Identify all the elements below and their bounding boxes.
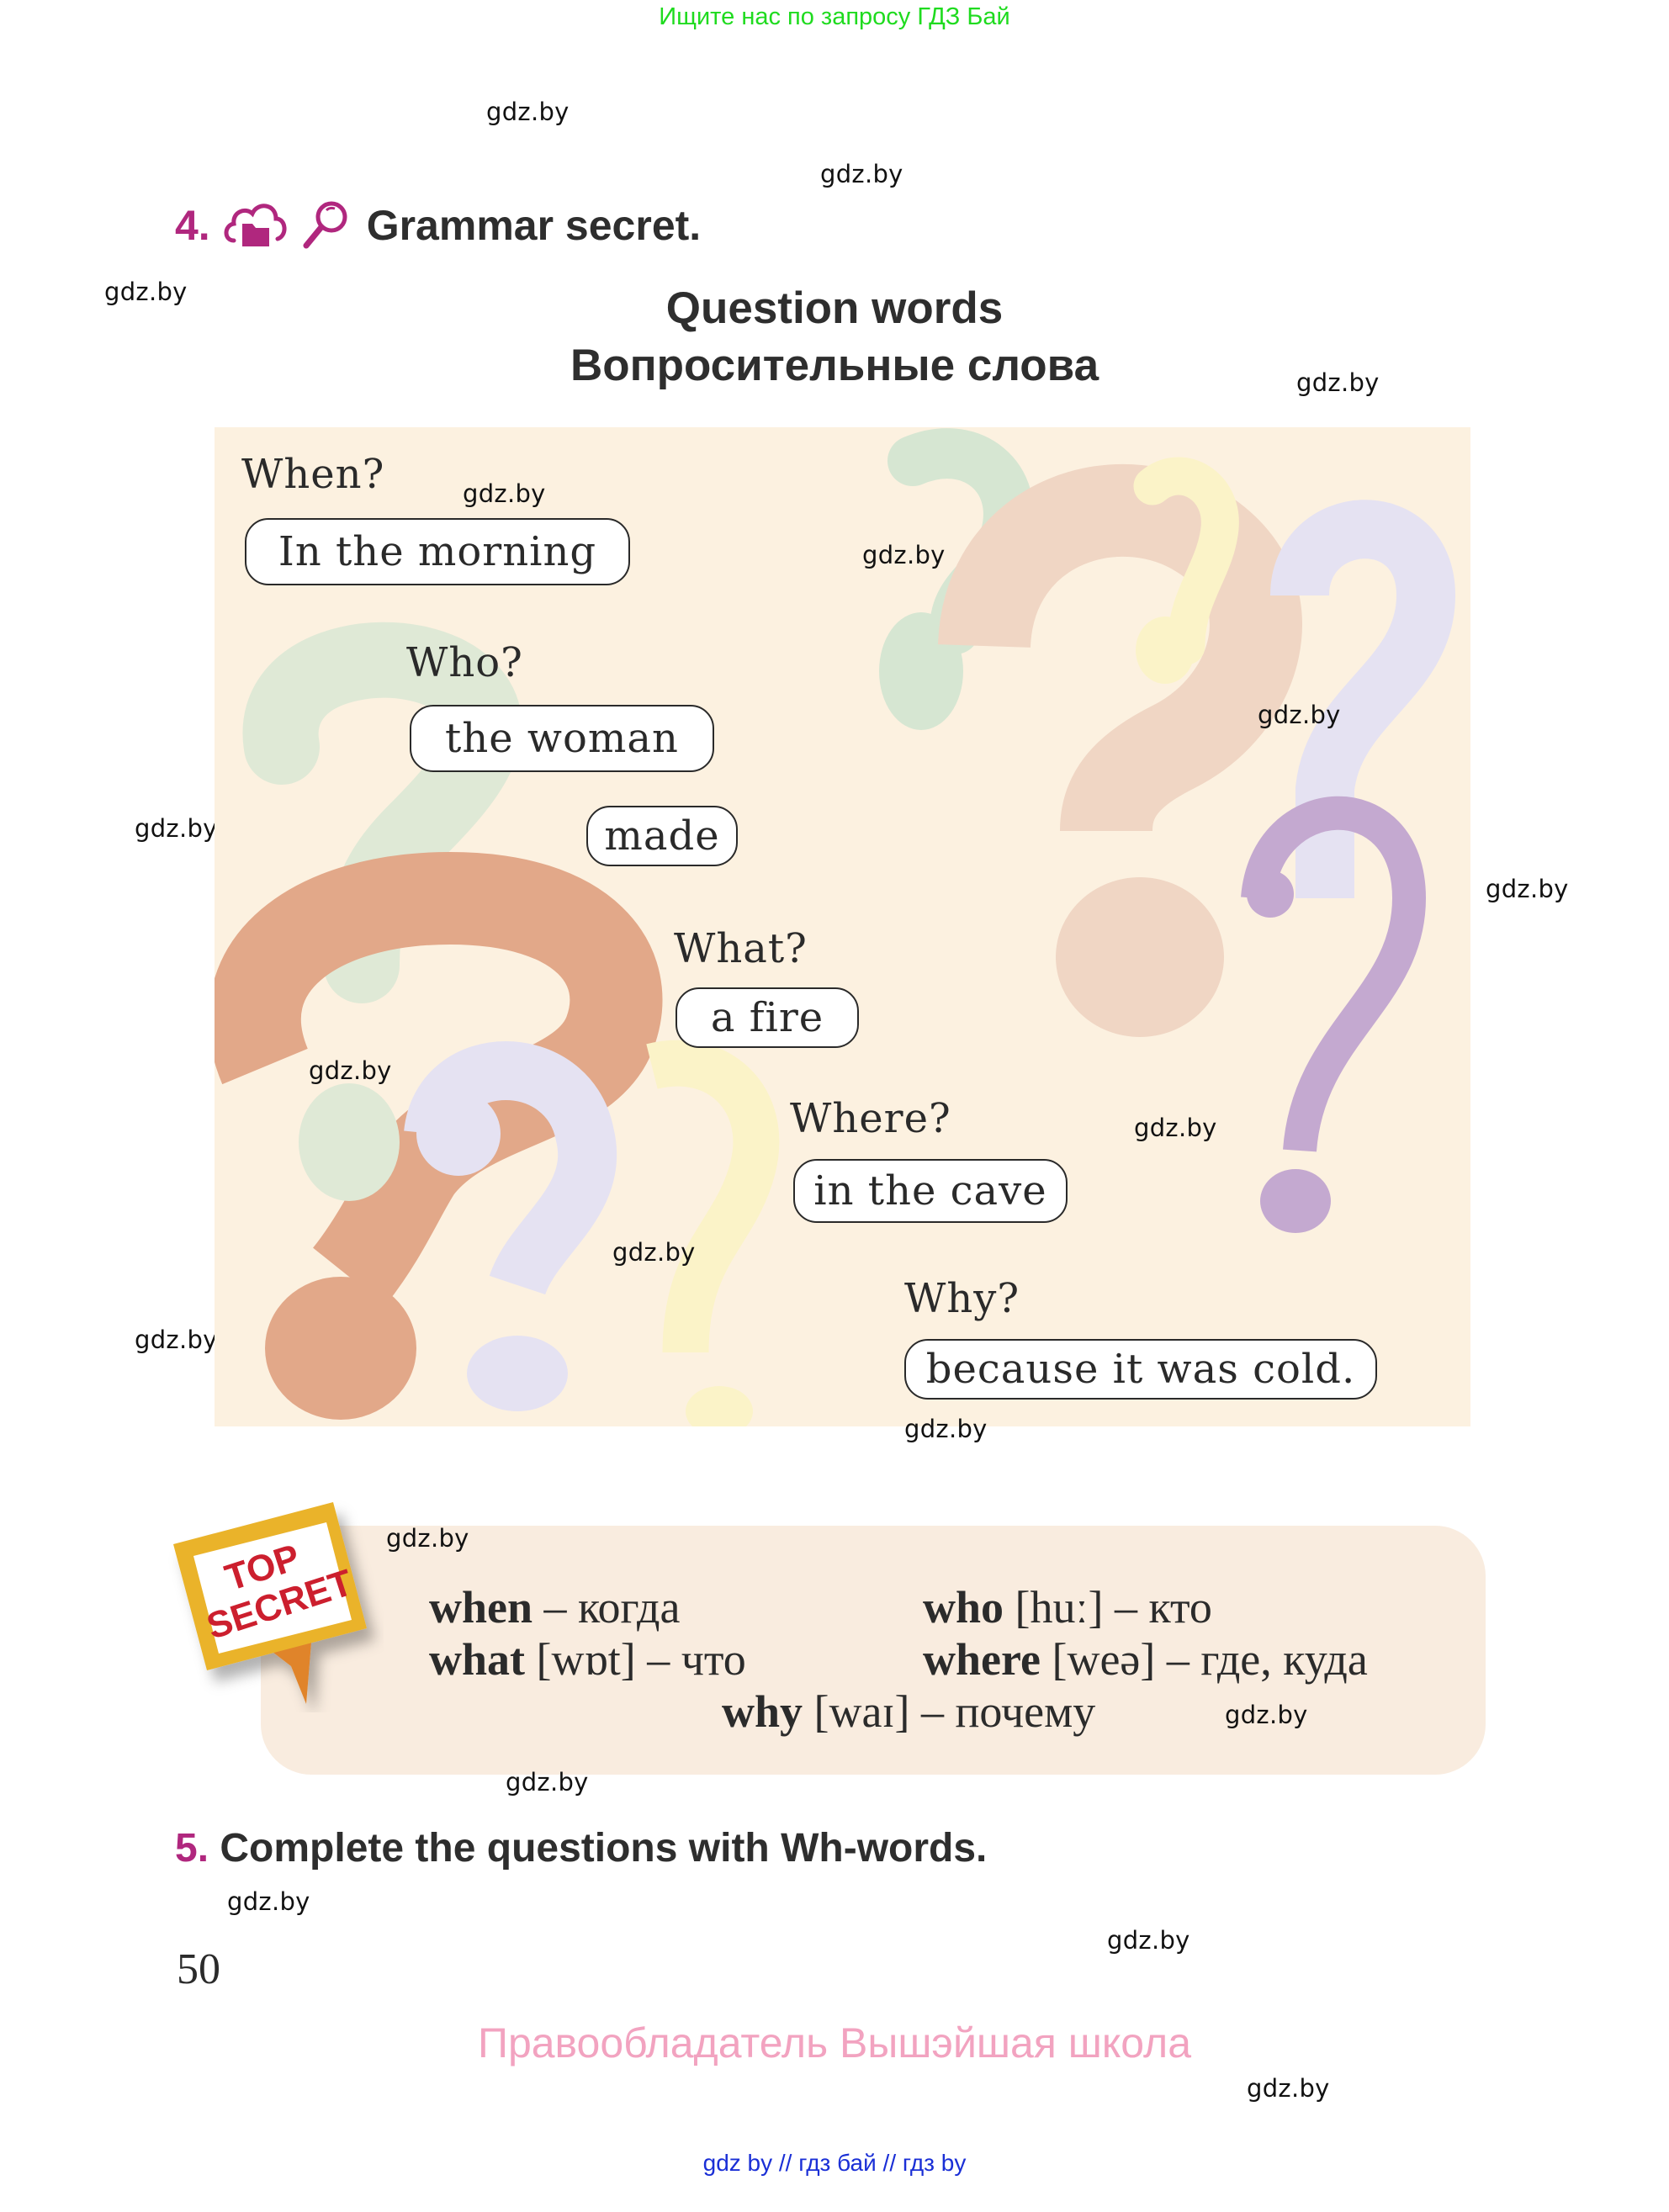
- answer-pill-what: a fire: [676, 987, 859, 1048]
- question-label-why: Why?: [904, 1275, 1020, 1322]
- watermark: gdz.by: [386, 1524, 469, 1553]
- watermark: gdz.by: [227, 1887, 310, 1916]
- page-number: 50: [177, 1945, 220, 1993]
- section-heading-ru: Вопросительные слова: [570, 341, 1099, 390]
- answer-pill-who: the woman: [410, 705, 714, 772]
- watermark: gdz.by: [1296, 368, 1380, 397]
- question-label-what: What?: [674, 925, 808, 972]
- search-banner[interactable]: Ищите нас по запросу ГДЗ Бай: [659, 3, 1010, 30]
- exercise-title: Grammar secret.: [366, 202, 702, 249]
- watermark: gdz.by: [135, 1326, 218, 1354]
- vocab-why: why [waɪ] – почему: [722, 1686, 1096, 1737]
- vocab-what: what [wɒt] – что: [429, 1634, 746, 1685]
- watermark: gdz.by: [486, 98, 570, 126]
- section-heading-en: Question words: [665, 283, 1004, 333]
- question-words-panel: gdz.by gdz.by gdz.by gdz.by gdz.by gdz.b…: [215, 427, 1470, 1426]
- watermark: gdz.by: [104, 278, 188, 306]
- answer-pill-when: In the morning: [245, 518, 630, 585]
- top-secret-box: [261, 1526, 1486, 1775]
- question-label-when: When?: [241, 451, 385, 498]
- watermark: gdz.by: [1247, 2074, 1330, 2103]
- question-label-where: Where?: [790, 1095, 951, 1142]
- answer-pill-where: in the cave: [793, 1159, 1068, 1223]
- watermark: gdz.by: [820, 160, 903, 188]
- watermark: gdz.by: [1258, 701, 1341, 729]
- answer-pill-verb: made: [586, 806, 738, 866]
- question-marks-illustration: [215, 428, 1456, 1426]
- copyright-notice: Правообладатель Вышэйшая школа: [478, 2019, 1191, 2066]
- watermark: gdz.by: [904, 1415, 988, 1443]
- vocab-when: when – когда: [429, 1582, 681, 1633]
- vocab-where: where [weə] – где, куда: [923, 1634, 1368, 1685]
- top-secret-badge: TOP SECRET: [165, 1494, 384, 1712]
- exercise-number: 5.: [175, 1826, 209, 1871]
- exercise-title: Complete the questions with Wh-words.: [220, 1826, 988, 1871]
- watermark: gdz.by: [612, 1238, 696, 1267]
- watermark: gdz.by: [309, 1056, 392, 1085]
- watermark: gdz.by: [1225, 1701, 1308, 1729]
- watermark: gdz.by: [1107, 1926, 1190, 1955]
- watermark: gdz.by: [862, 541, 946, 569]
- watermark: gdz.by: [135, 814, 218, 843]
- watermark: gdz.by: [1134, 1114, 1217, 1142]
- watermark: gdz.by: [463, 479, 546, 508]
- footer-links[interactable]: gdz by // гдз бай // гдз by: [702, 2150, 967, 2176]
- vocab-who: who [huː] – кто: [923, 1582, 1212, 1633]
- watermark: gdz.by: [506, 1768, 589, 1797]
- watermark: gdz.by: [1486, 875, 1569, 903]
- exercise-4-header: 4. Grammar secret.: [175, 198, 701, 252]
- answer-pill-why: because it was cold.: [904, 1339, 1377, 1400]
- magnifier-icon: [299, 198, 350, 252]
- cloud-folder-icon: [222, 198, 288, 252]
- question-label-who: Who?: [406, 639, 523, 686]
- exercise-5-header: 5. Complete the questions with Wh-words.: [175, 1825, 987, 1871]
- exercise-number: 4.: [175, 202, 210, 249]
